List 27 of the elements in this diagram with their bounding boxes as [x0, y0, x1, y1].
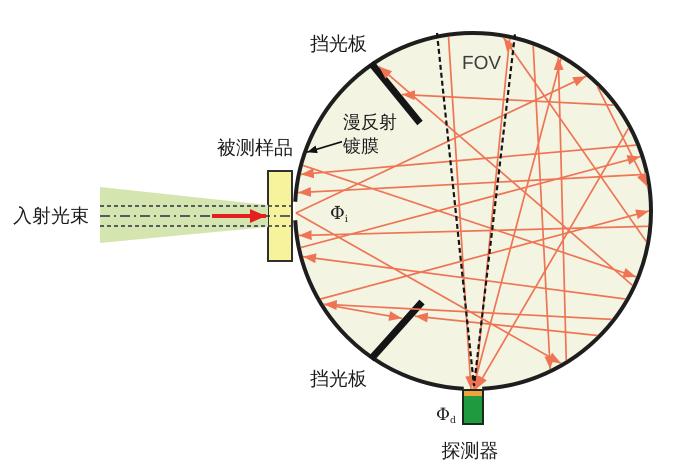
- light-ray: [300, 144, 636, 178]
- light-ray: [302, 164, 636, 278]
- beam-label: 入射光束: [13, 204, 89, 228]
- light-ray: [324, 303, 402, 321]
- light-ray: [402, 90, 614, 106]
- baffle-label: 挡光板: [310, 32, 367, 56]
- light-ray: [448, 36, 476, 390]
- flux-symbol: Φ$_{i}$: [330, 202, 348, 226]
- light-ray: [298, 174, 646, 197]
- callout-label: 漫反射镀膜: [343, 111, 400, 159]
- light-ray: [472, 58, 562, 390]
- leader-line: [306, 140, 342, 154]
- beam-arrow: [212, 209, 266, 223]
- light-ray: [296, 75, 586, 214]
- sample-label: 被测样品: [217, 136, 293, 160]
- light-ray: [298, 225, 648, 240]
- light-ray: [296, 212, 562, 364]
- light-ray: [378, 66, 634, 286]
- light-ray: [302, 253, 626, 300]
- baffle-label: 挡光板: [310, 367, 367, 391]
- detector-label: 探测器: [442, 439, 498, 462]
- fov-label: FOV: [462, 52, 502, 76]
- light-ray: [475, 128, 630, 390]
- flux-symbol: Φ$_{d}$: [436, 405, 456, 425]
- light-ray: [300, 155, 641, 248]
- light-ray: [414, 312, 598, 336]
- light-ray: [471, 38, 510, 390]
